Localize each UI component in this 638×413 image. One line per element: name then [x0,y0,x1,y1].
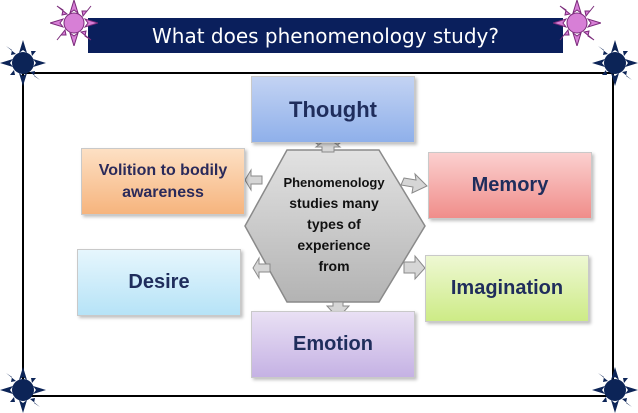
center-line: studies many [289,195,379,211]
center-line: Phenomenology [283,175,385,190]
node-volition: Volition to bodily awareness [81,148,245,215]
center-hexagon-text: Phenomenology studies many types of expe… [272,172,396,277]
center-line: experience [297,237,371,253]
node-imagination-label: Imagination [450,277,564,299]
center-line: types of [307,216,361,232]
sun-star-icon [0,367,46,413]
sun-star-icon [0,40,46,86]
slide-title: What does phenomenology study? [88,18,563,53]
node-emotion-label: Emotion [293,333,373,355]
pink-sun-icon [553,0,601,46]
node-desire: Desire [77,249,241,316]
node-imagination: Imagination [425,255,589,322]
node-volition-label-line2: awareness [122,183,204,201]
node-memory-label: Memory [471,174,549,196]
pink-sun-icon [50,0,98,46]
node-thought-label: Thought [289,96,377,122]
sun-star-icon [592,367,638,413]
center-line: from [318,258,350,274]
sun-star-icon [592,40,638,86]
node-emotion: Emotion [251,311,415,378]
node-thought: Thought [251,76,415,143]
node-volition-label-line1: Volition to bodily [98,161,228,179]
node-desire-label: Desire [128,271,190,293]
node-memory: Memory [428,152,592,219]
diagram-frame [22,72,614,397]
